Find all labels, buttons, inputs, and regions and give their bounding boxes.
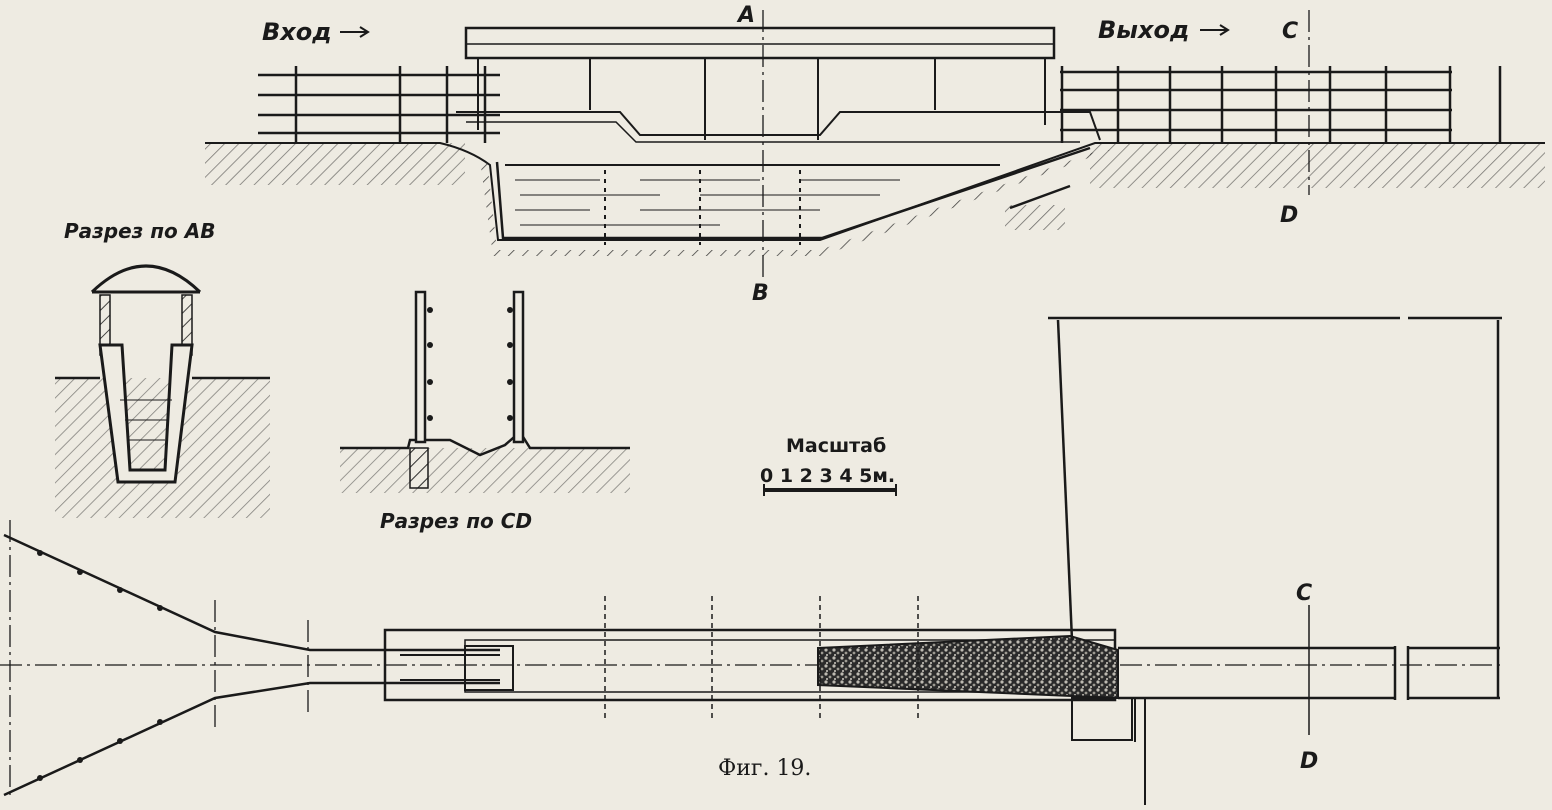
entrance-fence <box>258 66 500 143</box>
scale-ticks: 0 1 2 3 4 5м. <box>760 465 895 487</box>
elevation-view: Вход Выход A B C D <box>205 3 1545 306</box>
label-point-d-bottom: D <box>1300 749 1318 774</box>
funnel-fence <box>3 533 500 797</box>
scale-bar: Масштаб 0 1 2 3 4 5м. <box>760 435 897 496</box>
ground-left <box>205 143 465 185</box>
section-ab-view: Разрез по AB <box>55 219 270 518</box>
label-exit: Выход <box>1098 16 1189 44</box>
exit-fence <box>1060 66 1502 143</box>
arrow-right-icon <box>340 26 370 38</box>
gravel-ramp <box>817 634 1119 700</box>
section-ab-title: Разрез по AB <box>64 219 215 243</box>
ground-right <box>1090 143 1545 188</box>
label-point-a: A <box>736 3 755 28</box>
ground-line <box>205 142 1545 241</box>
section-cd-view: Разрез по CD <box>340 290 630 533</box>
label-point-c-top: C <box>1282 19 1298 44</box>
shed <box>456 26 1101 143</box>
drain-grate <box>1005 184 1071 230</box>
label-point-b: B <box>752 281 769 306</box>
arrow-right-icon <box>1200 24 1230 36</box>
scale-title: Масштаб <box>786 435 886 457</box>
figure-caption: Фиг. 19. <box>718 756 811 781</box>
label-point-d-top: D <box>1280 203 1298 228</box>
label-point-c-bottom: C <box>1296 581 1312 606</box>
plan-view: C D <box>0 316 1502 805</box>
exit-pen <box>1048 316 1502 700</box>
label-entrance: Вход <box>262 18 332 46</box>
tank-outline <box>495 146 1091 240</box>
section-cd-title: Разрез по CD <box>380 509 532 533</box>
